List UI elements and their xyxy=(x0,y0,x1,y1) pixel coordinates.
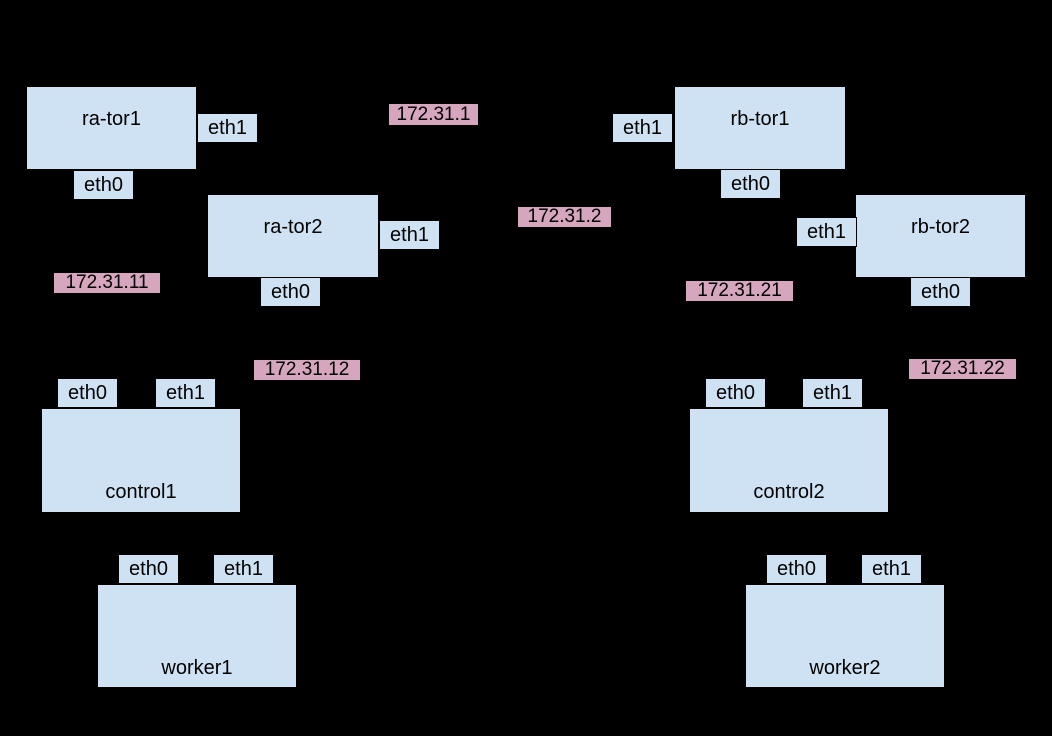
node-worker1-label: worker1 xyxy=(161,657,233,679)
node-ra-tor2-label: ra-tor2 xyxy=(263,216,323,238)
subnet-label-172-31-22: 172.31.22 xyxy=(909,359,1016,379)
node-ra-tor1-label: ra-tor1 xyxy=(82,108,141,130)
node-control1: control1 xyxy=(41,408,241,513)
port-worker2-eth0: eth0 xyxy=(766,554,827,584)
subnet-label-172-31-2: 172.31.2 xyxy=(518,207,611,227)
port-control2-eth0: eth0 xyxy=(705,378,766,408)
port-rb-tor1-eth1: eth1 xyxy=(612,113,673,143)
subnet-label-172-31-1: 172.31.1 xyxy=(389,104,478,125)
node-worker2-label: worker2 xyxy=(809,657,881,679)
port-worker2-eth1: eth1 xyxy=(861,554,922,584)
port-rb-tor1-eth0: eth0 xyxy=(720,169,781,199)
node-rb-tor1-label: rb-tor1 xyxy=(730,108,790,130)
node-worker2: worker2 xyxy=(745,584,945,688)
port-ra-tor1-eth1: eth1 xyxy=(197,113,258,143)
port-control1-eth1: eth1 xyxy=(155,378,216,408)
port-ra-tor2-eth1: eth1 xyxy=(379,220,440,250)
node-control1-label: control1 xyxy=(105,481,177,503)
port-control2-eth1: eth1 xyxy=(802,378,863,408)
subnet-label-172-31-11: 172.31.11 xyxy=(54,273,160,293)
port-worker1-eth1: eth1 xyxy=(213,554,274,584)
subnet-label-172-31-12: 172.31.12 xyxy=(254,360,360,380)
node-ra-tor2: ra-tor2 xyxy=(207,194,379,278)
node-worker1: worker1 xyxy=(97,584,297,688)
port-rb-tor2-eth0: eth0 xyxy=(910,277,971,307)
port-control1-eth0: eth0 xyxy=(57,378,118,408)
node-rb-tor2: rb-tor2 xyxy=(855,194,1026,278)
node-rb-tor2-label: rb-tor2 xyxy=(911,216,970,238)
node-rb-tor1: rb-tor1 xyxy=(674,86,846,170)
port-ra-tor2-eth0: eth0 xyxy=(260,277,321,307)
subnet-label-172-31-21: 172.31.21 xyxy=(686,281,793,301)
node-ra-tor1: ra-tor1 xyxy=(26,86,197,170)
port-rb-tor2-eth1: eth1 xyxy=(796,217,857,247)
node-control2-label: control2 xyxy=(753,481,825,503)
port-worker1-eth0: eth0 xyxy=(118,554,179,584)
port-ra-tor1-eth0: eth0 xyxy=(73,170,134,200)
node-control2: control2 xyxy=(689,408,889,513)
